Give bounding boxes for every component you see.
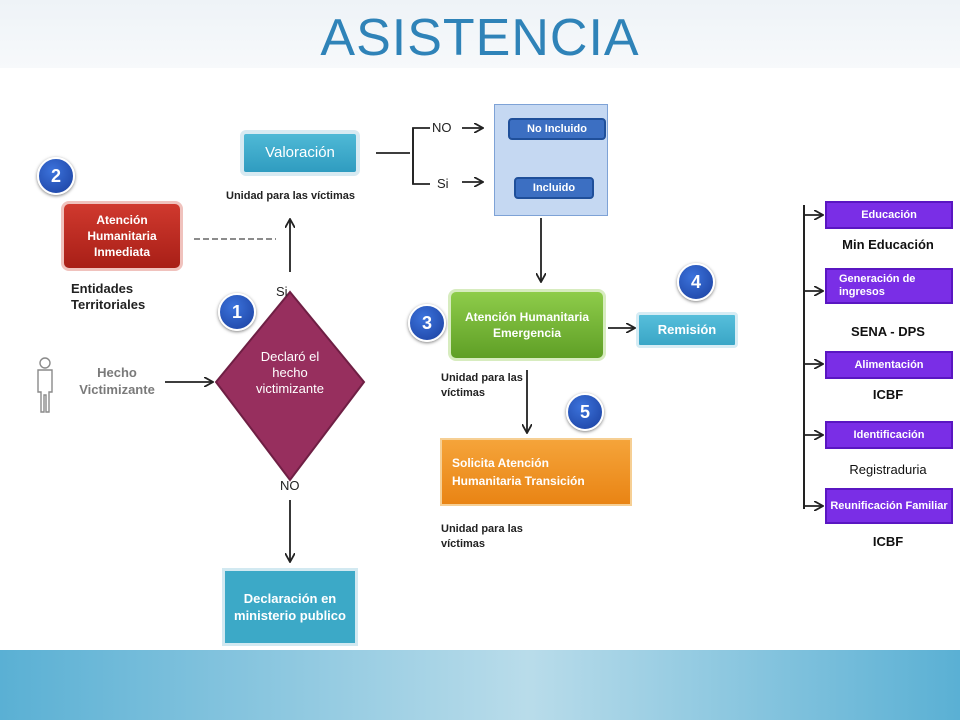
transicion-box: Solicita Atención Humanitaria Transición [440,438,632,506]
incluido-box: Incluido [514,177,594,199]
hecho-label: Hecho Victimizante [79,365,155,397]
declaracion-text: Declaración en ministerio publico [234,591,346,623]
valoracion-box: Valoración [240,130,360,176]
referral-educacion: Educación [825,201,953,229]
no-incluido-text: No Incluido [527,123,587,135]
decision-text-wrap: Declaró el hecho victimizante [240,346,340,400]
decision-text: Declaró el hecho victimizante [256,349,324,396]
atencion-inmediata-text: Atención Humanitaria Inmediata [87,213,157,259]
referral-alimentacion-text: Alimentación [854,358,924,371]
footer-band [0,650,960,720]
remision-text: Remisión [657,322,717,337]
declaracion-box: Declaración en ministerio publico [222,568,358,646]
referral-ingresos-text: Generación de ingresos [839,273,916,298]
atencion-emergencia-text: Atención Humanitaria Emergencia [464,310,590,340]
atencion-inmediata-box: Atención Humanitaria Inmediata [61,201,183,271]
step-badge-4: 4 [677,263,715,301]
remision-box: Remisión [636,312,738,348]
step-badge-1: 1 [218,293,256,331]
no-label: NO [432,120,452,135]
si-branch-line [412,128,430,185]
referral-ingresos-entity: SENA - DPS [851,324,925,339]
page-title: ASISTENCIA [320,9,640,67]
no-branch-line [412,127,430,184]
valoracion-text: Valoración [265,144,335,161]
decision-si-label: Si [276,284,288,299]
unidad-emergencia-label: Unidad para las víctimas [441,372,523,399]
referral-reunificacion: Reunificación Familiar [825,488,953,524]
step-badge-3: 3 [408,304,446,342]
referral-identificacion-text: Identificación [853,428,925,441]
decision-no-label: NO [280,478,300,493]
title-bar [0,0,960,68]
atencion-emergencia-box: Atención Humanitaria Emergencia [448,289,606,361]
entidades-label: Entidades Territoriales [71,281,146,312]
referral-reunificacion-text: Reunificación Familiar [830,499,948,512]
referral-alimentacion-entity: ICBF [872,387,904,402]
unidad-valoracion-label: Unidad para las víctimas [226,190,355,202]
referral-educacion-entity: Min Educación [842,237,934,252]
si-label: Si [437,176,449,191]
decision-diamond [214,290,366,482]
referral-educacion-text: Educación [861,208,917,221]
unidad-transicion-label: Unidad para las víctimas [441,523,523,550]
no-incluido-box: No Incluido [508,118,606,140]
referral-alimentacion: Alimentación [825,351,953,379]
referral-identificacion-entity: Registraduria [849,462,927,477]
transicion-text: Solicita Atención Humanitaria Transición [452,456,585,488]
referral-reunificacion-entity: ICBF [872,534,904,549]
step-badge-2: 2 [37,157,75,195]
referral-ingresos: Generación de ingresos [825,268,953,304]
referral-identificacion: Identificación [825,421,953,449]
incluido-text: Incluido [532,182,576,194]
person-icon [37,357,53,413]
step-badge-5: 5 [566,393,604,431]
